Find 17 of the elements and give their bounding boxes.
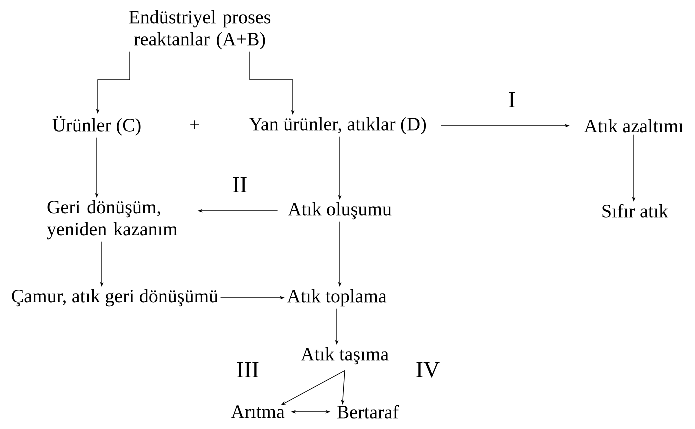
flow-text: Atık toplama [287, 289, 387, 307]
flow-text: Arıtma [231, 406, 285, 418]
flow-text: Atık taşıma [301, 347, 389, 365]
flow-text: Atık oluşumu [288, 202, 392, 220]
flow-text: Atık azaltımı [584, 119, 684, 133]
edge-label: III [236, 361, 260, 379]
flow-text: Yan ürünler, atıklar (D) [249, 117, 426, 135]
flow-text: Bertaraf [337, 405, 400, 419]
flow-text: Geri dönüşüm, yeniden kazanım [47, 200, 178, 240]
flow-text: Ürünler (C) [52, 116, 141, 136]
edge-label: IV [414, 361, 442, 379]
edge-label: I [507, 91, 517, 109]
flow-text: Endüstriyel proses reaktanlar (A+B) [129, 10, 271, 50]
edge-label: II [231, 176, 249, 194]
plus-sign: + [190, 120, 200, 130]
flow-text: Çamur, atık geri dönüşümü [12, 289, 218, 307]
flow-text: Sıfır atık [602, 204, 669, 218]
